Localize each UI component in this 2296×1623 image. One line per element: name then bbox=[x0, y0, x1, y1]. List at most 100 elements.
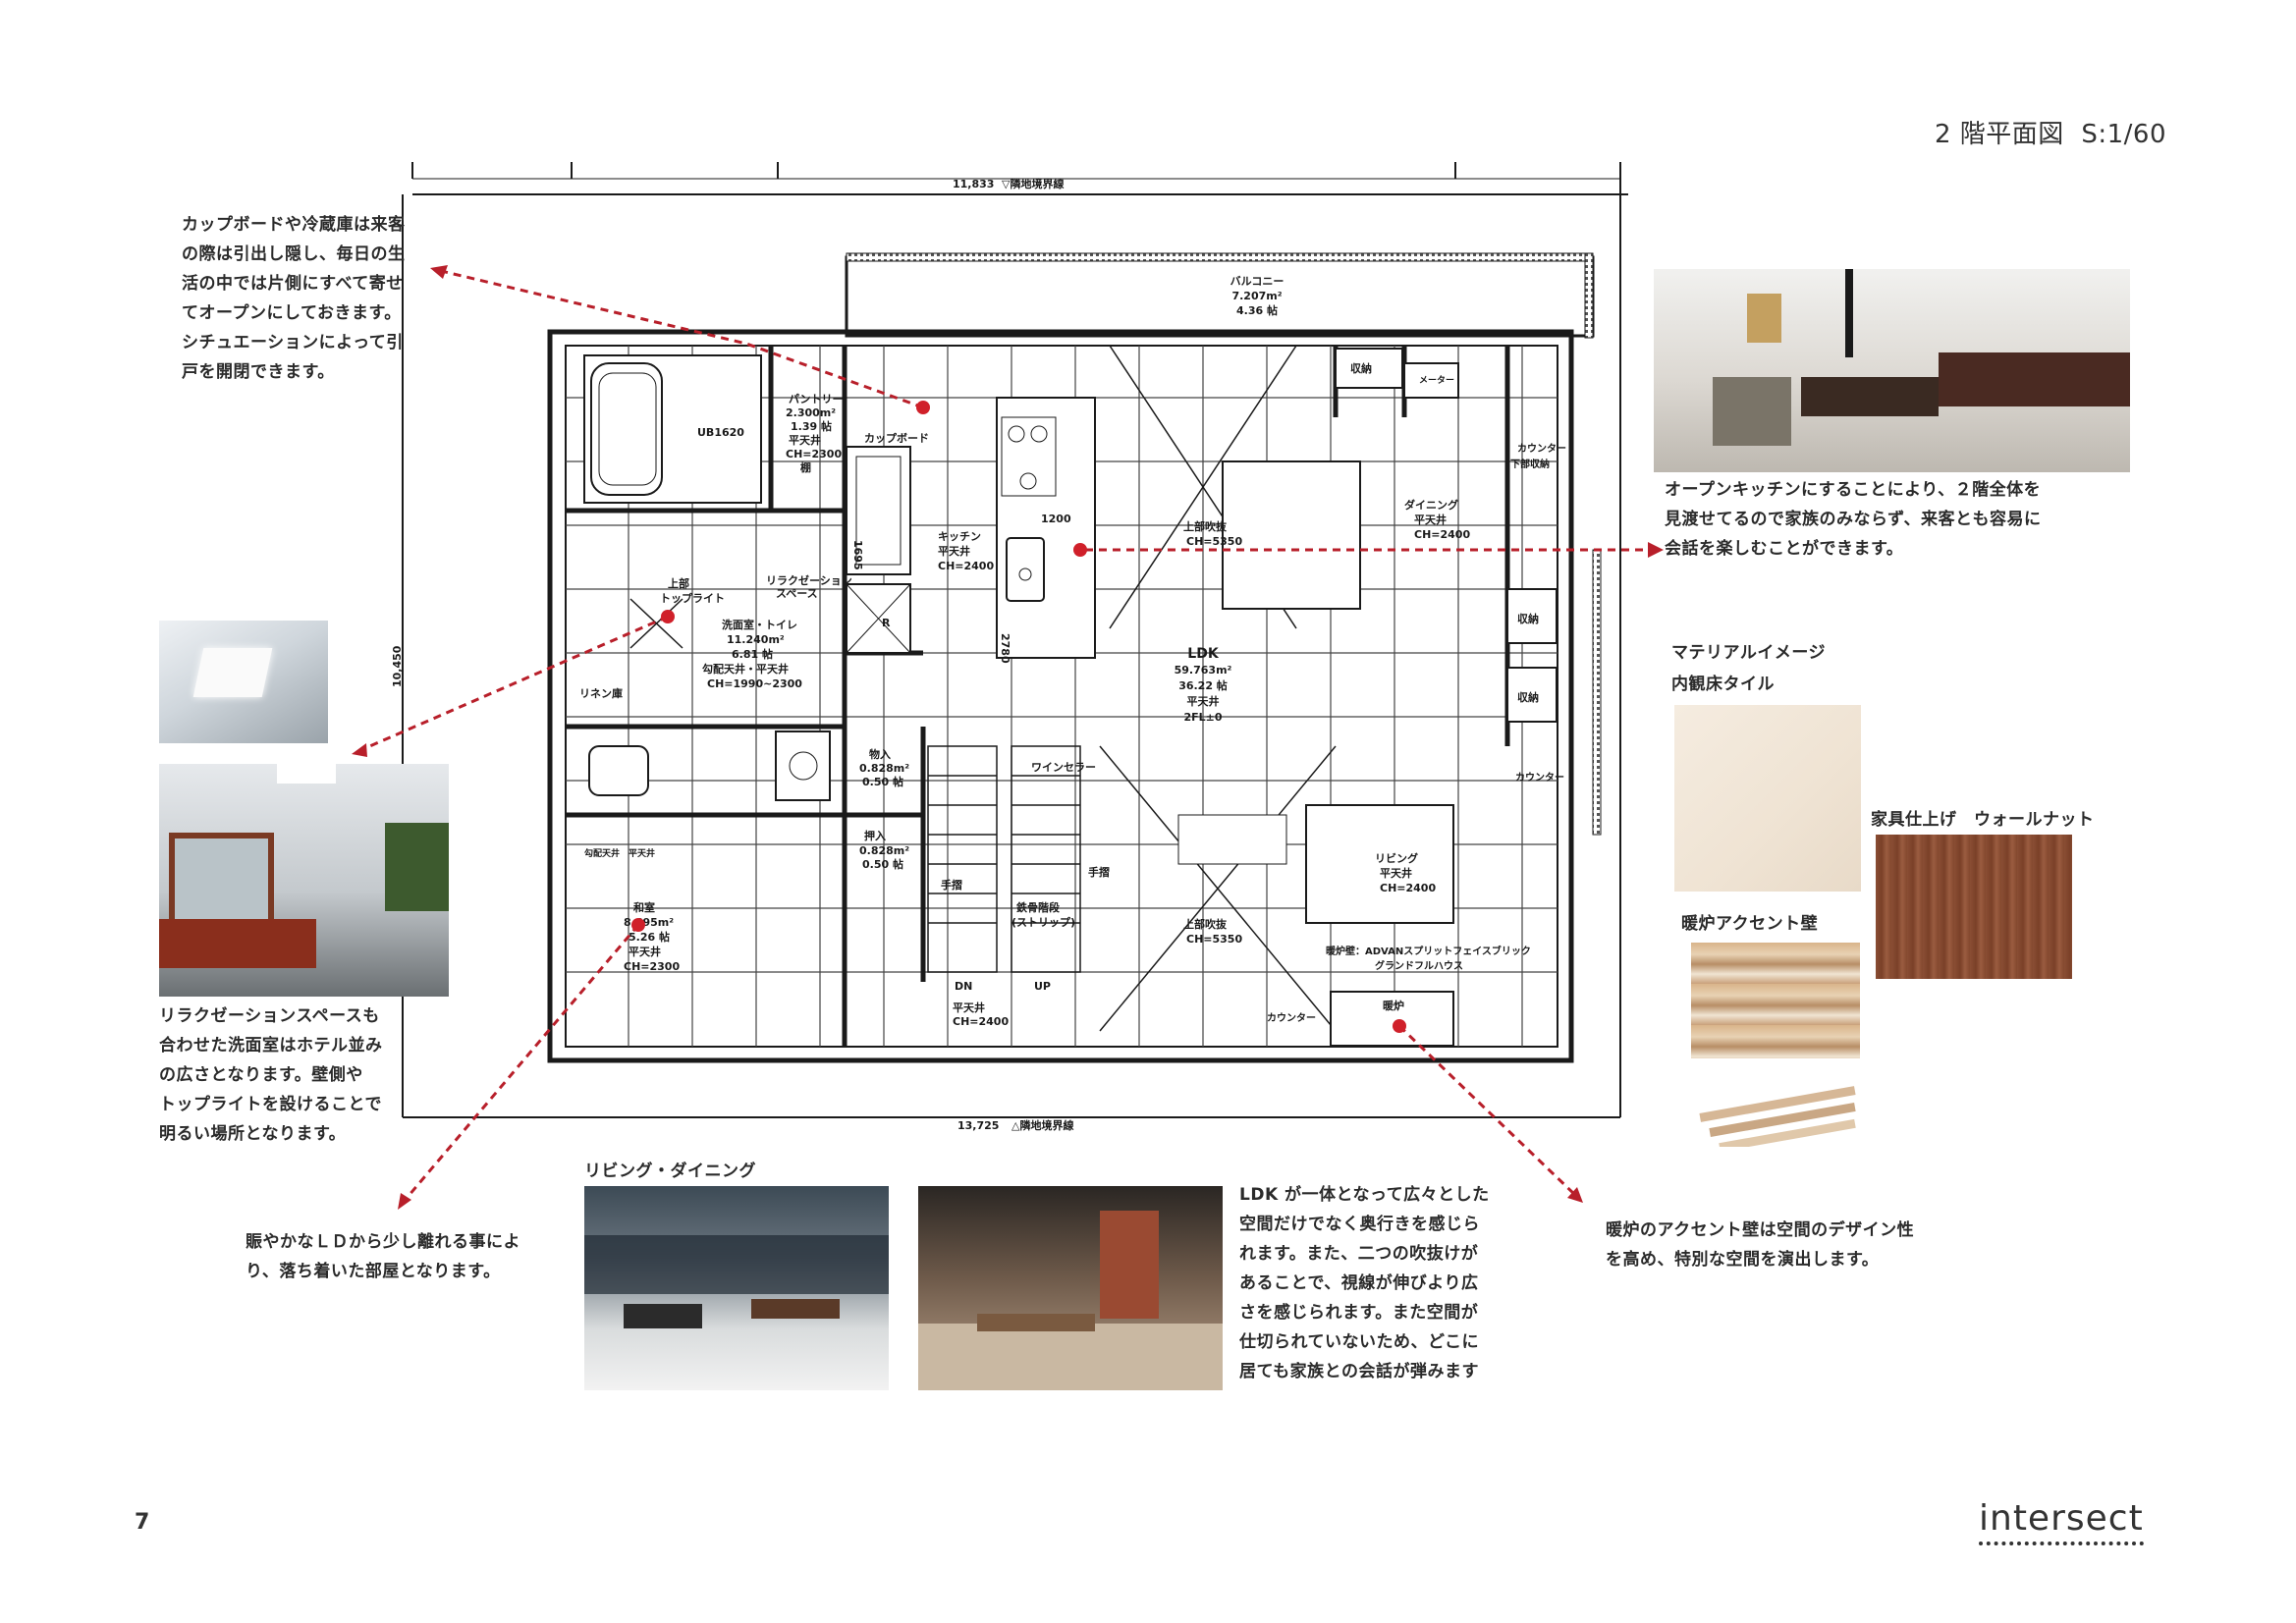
storage-label-2: 収納 bbox=[1517, 612, 1539, 625]
relax-space-label: リラクゼーション bbox=[766, 573, 852, 587]
kitchen-dim: 1200 bbox=[1041, 513, 1071, 525]
note-washitsu: 賑やかなＬＤから少し離れる事によ り、落ち着いた部屋となります。 bbox=[246, 1232, 520, 1281]
dining-label: ダイニング bbox=[1404, 498, 1458, 512]
washitsu-label: 和室 bbox=[633, 900, 655, 914]
balcony-tatami: 4.36 帖 bbox=[1236, 303, 1278, 317]
ceiling-label-slope: 勾配天井 bbox=[584, 847, 620, 859]
note-ldk: LDK が一体となって広々とした 空間だけでなく奥行きを感じら れます。また、二… bbox=[1239, 1185, 1490, 1381]
dn-label: DN bbox=[955, 980, 972, 993]
fireplace-wall-caption: 暖炉アクセント壁 bbox=[1681, 914, 1819, 934]
counter-label-3: カウンター bbox=[1267, 1012, 1316, 1024]
page-title: 2 階平面図 S:1/60 bbox=[1935, 120, 2166, 149]
kitchen-photo bbox=[1654, 269, 2130, 472]
void1-label: 上部吹抜 bbox=[1183, 519, 1228, 533]
material-image-label: マテリアルイメージ bbox=[1671, 643, 1826, 663]
walnut-swatch bbox=[1876, 835, 2072, 979]
ldk-tatami: 36.22 帖 bbox=[1178, 678, 1228, 692]
storage1-label: 物入 bbox=[869, 747, 891, 761]
cupboard-label: カップボード bbox=[864, 431, 929, 445]
note-open-kitchen: オープンキッチンにすることにより、２階全体を 見渡せてるので家族のみならず、来客… bbox=[1665, 480, 2042, 559]
boundary-top-label: ▽隣地境界線 bbox=[1002, 177, 1064, 190]
up-label: UP bbox=[1034, 980, 1051, 993]
floor-tile-swatch bbox=[1674, 705, 1861, 892]
fireplace-wall-label2: グランドフルハウス bbox=[1375, 959, 1463, 972]
note-cupboard: カップボードや冷蔵庫は来客 の際は引出し隠し、毎日の生 活の中では片側にすべて寄… bbox=[182, 215, 406, 382]
page-number: 7 bbox=[135, 1510, 150, 1535]
pantry-area: 2.300m² bbox=[786, 406, 836, 419]
ldk-label: LDK bbox=[1187, 646, 1220, 662]
counter-label-1: カウンター bbox=[1517, 443, 1566, 455]
toplight-label: 上部 bbox=[668, 576, 689, 590]
meter-label: メーター bbox=[1419, 374, 1454, 386]
note-relax: リラクゼーションスペースも 合わせた洗面室はホテル並み の広さとなります。壁側や… bbox=[159, 1006, 383, 1144]
living-dining-caption: リビング・ダイニング bbox=[584, 1162, 756, 1181]
storage-label-3: 収納 bbox=[1517, 690, 1539, 704]
furniture-finish-label: 家具仕上げ ウォールナット bbox=[1871, 810, 2095, 830]
balcony-label: バルコニー bbox=[1230, 275, 1285, 288]
pantry-ch: CH=2300 bbox=[786, 448, 842, 460]
storage1-area: 0.828m² bbox=[859, 762, 909, 775]
boundary-bottom-label: △隣地境界線 bbox=[1011, 1118, 1073, 1132]
ceiling-label-flat: 平天井 bbox=[629, 847, 655, 859]
kitchen-ch: CH=2400 bbox=[938, 560, 994, 572]
ldk-ceiling: 平天井 bbox=[1187, 694, 1220, 708]
void2-ch: CH=5350 bbox=[1186, 933, 1242, 946]
brick-samples bbox=[1669, 1078, 1866, 1147]
void1-ch: CH=5350 bbox=[1186, 535, 1242, 548]
counter-label-2: カウンター bbox=[1515, 772, 1564, 784]
washitsu-ceiling: 平天井 bbox=[629, 945, 661, 958]
living-dining-photo-2 bbox=[918, 1186, 1223, 1390]
pantry-tatami: 1.39 帖 bbox=[791, 419, 832, 433]
dim-2780: 2780 bbox=[999, 633, 1011, 664]
wash-tatami: 6.81 帖 bbox=[732, 647, 773, 661]
ldk-area: 59.763m² bbox=[1175, 664, 1232, 676]
fireplace-wall-label: 暖炉壁：ADVANスプリットフェイスブリック bbox=[1326, 945, 1531, 957]
intersect-logo: intersect bbox=[1979, 1500, 2144, 1545]
pantry-ceiling: 平天井 bbox=[789, 433, 821, 447]
balcony-area: 7.207m² bbox=[1231, 290, 1282, 302]
wash-ch: CH=1990~2300 bbox=[707, 677, 802, 690]
wash-label: 洗面室・トイレ bbox=[722, 618, 797, 631]
dining-ch: CH=2400 bbox=[1414, 528, 1470, 541]
washitsu-tatami: 5.26 帖 bbox=[629, 930, 670, 944]
living-dining-photo-1 bbox=[584, 1186, 889, 1390]
floor-tile-label: 内観床タイル bbox=[1671, 675, 1775, 694]
counter-storage-label: 下部収納 bbox=[1510, 458, 1550, 470]
linen-label: リネン庫 bbox=[579, 686, 623, 700]
pantry-label: パントリー bbox=[789, 393, 844, 406]
storage-label-1: 収納 bbox=[1350, 361, 1372, 375]
toplight-photo bbox=[159, 621, 328, 743]
washroom-photo bbox=[159, 764, 449, 997]
fireplace-label: 暖炉 bbox=[1383, 999, 1404, 1012]
stair-ceiling: 平天井 bbox=[953, 1001, 985, 1014]
r-label: R bbox=[882, 617, 891, 629]
stair-label2: (ストリップ) bbox=[1011, 915, 1075, 929]
dining-ceiling: 平天井 bbox=[1414, 513, 1447, 526]
storage2-label: 押入 bbox=[864, 829, 886, 842]
pantry-shelf: 棚 bbox=[800, 460, 811, 474]
void2-label: 上部吹抜 bbox=[1183, 917, 1228, 931]
handrail-label-2: 手摺 bbox=[1088, 865, 1110, 879]
washitsu-ch: CH=2300 bbox=[624, 960, 680, 973]
handrail-label-1: 手摺 bbox=[941, 878, 962, 892]
living-ch: CH=2400 bbox=[1380, 882, 1436, 894]
ub-label: UB1620 bbox=[697, 426, 744, 439]
living-label: リビング bbox=[1375, 851, 1418, 865]
wash-ceiling: 勾配天井・平天井 bbox=[702, 662, 789, 676]
dim-top-label: 11,833 bbox=[953, 178, 994, 190]
wash-area: 11.240m² bbox=[727, 633, 785, 646]
stair-label: 鉄骨階段 bbox=[1016, 900, 1060, 914]
dim-bottom-label: 13,725 bbox=[957, 1119, 999, 1132]
fireplace-swatch bbox=[1691, 943, 1860, 1058]
relax-space-label2: スペース bbox=[776, 587, 818, 600]
toplight-label2: トップライト bbox=[660, 591, 725, 605]
dim-left-label: 10,450 bbox=[391, 645, 404, 687]
storage2-area: 0.828m² bbox=[859, 844, 909, 857]
storage1-tatami: 0.50 帖 bbox=[862, 775, 903, 788]
dim-1695: 1695 bbox=[851, 540, 864, 570]
note-fireplace: 暖炉のアクセント壁は空間のデザイン性 を高め、特別な空間を演出します。 bbox=[1606, 1220, 1915, 1270]
wine-label: ワインセラー bbox=[1031, 761, 1096, 774]
kitchen-label: キッチン bbox=[938, 530, 981, 543]
stair-ch: CH=2400 bbox=[953, 1015, 1009, 1028]
